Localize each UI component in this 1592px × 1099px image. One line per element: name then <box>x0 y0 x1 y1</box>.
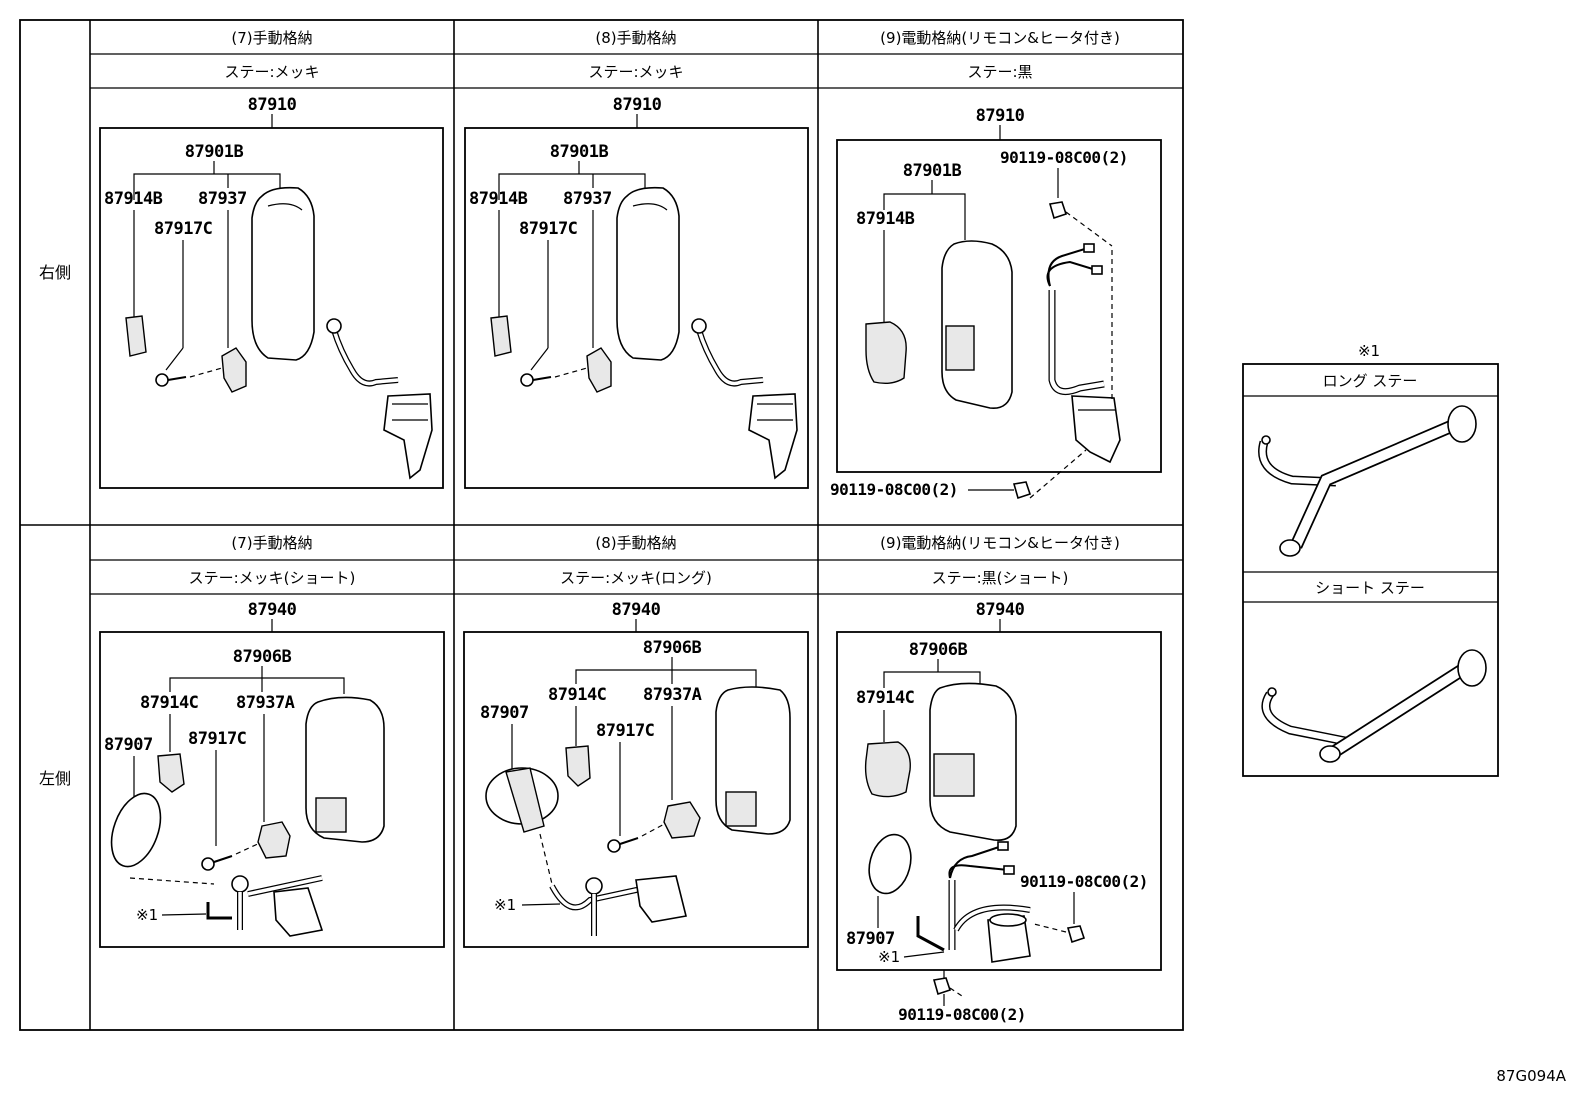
right-col3-assembly: 87910 87901B 87914B 90119-08C00(2) 90119… <box>830 106 1162 500</box>
part-number: 87906B <box>909 640 968 660</box>
right-col2-stay: ステー:メッキ <box>588 63 683 81</box>
base-shape <box>273 887 324 937</box>
assembly-number: 87940 <box>976 600 1025 620</box>
left-col2-assembly: 87940 87906B 87914C 87937A 87917C 87907 … <box>463 600 809 948</box>
base-shape <box>383 393 433 480</box>
bolt-shape <box>1012 481 1032 500</box>
long-stay-label: ロング ステー <box>1323 372 1418 390</box>
cover-shape <box>864 741 911 798</box>
bracket-shape <box>663 801 701 839</box>
bolt-shape <box>1066 925 1086 944</box>
mirror-shape <box>251 186 315 361</box>
part-number: 87906B <box>643 638 702 658</box>
left-col2-stay: ステー:メッキ(ロング) <box>560 569 712 587</box>
left-col2-type: (8)手動格納 <box>595 534 676 552</box>
assembly-number: 87940 <box>612 600 661 620</box>
left-col1-type: (7)手動格納 <box>231 534 312 552</box>
part-number: 87937 <box>198 189 247 209</box>
right-col3-stay: ステー:黒 <box>967 63 1032 81</box>
row-label-left: 左側 <box>39 769 71 788</box>
part-number: 87907 <box>846 929 895 949</box>
screw-shape <box>201 857 215 871</box>
part-number: 87901B <box>903 161 962 181</box>
bolt-shape <box>932 977 952 996</box>
part-number: 87914C <box>140 693 198 713</box>
right-col3-type: (9)電動格納(リモコン&ヒータ付き) <box>880 29 1120 47</box>
cover-shape <box>490 315 512 357</box>
cover-shape <box>125 315 147 357</box>
row-label-right: 右側 <box>39 263 71 282</box>
assembly-number: 87910 <box>248 95 297 115</box>
bolt-shape <box>1048 201 1068 220</box>
right-col2-assembly: 87910 87901B 87914B 87937 87917C <box>464 95 809 489</box>
mirror-shape <box>616 186 680 361</box>
bracket-shape <box>221 347 247 393</box>
part-number: 90119-08C00(2) <box>1000 148 1128 167</box>
screw-shape <box>607 839 621 853</box>
left-col3-assembly: 87940 87906B 87914C 87907 90119-08C00(2)… <box>836 600 1162 1024</box>
part-number: 87937A <box>643 685 702 705</box>
short-stay-label: ショート ステー <box>1315 579 1425 597</box>
assembly-number: 87910 <box>613 95 662 115</box>
part-number: 87914B <box>856 209 915 229</box>
base-shape <box>748 393 798 480</box>
part-number: 87937 <box>563 189 612 209</box>
left-col1-stay: ステー:メッキ(ショート) <box>189 569 356 587</box>
base-shape <box>1071 395 1121 464</box>
right-col1-assembly: 87910 87901B 87914B 87937 87917C <box>99 95 444 489</box>
part-number: 87917C <box>154 219 212 239</box>
left-col3-stay: ステー:黒(ショート) <box>932 569 1069 587</box>
note-mark: ※1 <box>136 906 158 924</box>
cover-shape <box>865 321 907 385</box>
screw-shape <box>155 373 169 387</box>
right-col1-stay: ステー:メッキ <box>224 63 319 81</box>
base-shape <box>635 875 687 923</box>
short-stay-shape <box>1261 649 1487 763</box>
right-col2-type: (8)手動格納 <box>595 29 676 47</box>
part-number: 90119-08C00(2) <box>898 1005 1026 1024</box>
assembly-number: 87940 <box>248 600 297 620</box>
right-col1-type: (7)手動格納 <box>231 29 312 47</box>
left-col1-assembly: 87940 87906B 87914C 87937A 87917C 87907 … <box>99 600 445 948</box>
figure-code: 87G094A <box>1496 1067 1566 1085</box>
table-grid <box>19 19 1184 1031</box>
part-number: 87914B <box>469 189 528 209</box>
part-number: 87906B <box>233 647 292 667</box>
part-number: 90119-08C00(2) <box>830 480 958 499</box>
note-mark: ※1 <box>494 896 516 914</box>
part-number: 87917C <box>188 729 246 749</box>
part-number: 87937A <box>236 693 295 713</box>
assembly-number: 87910 <box>976 106 1025 126</box>
sub-mirror-shape <box>110 792 162 868</box>
part-number: 87917C <box>519 219 577 239</box>
cover-shape <box>157 753 185 793</box>
note-mark: ※1 <box>878 948 900 966</box>
part-number: 87914B <box>104 189 163 209</box>
part-number: 87901B <box>550 142 609 162</box>
part-number: 87901B <box>185 142 244 162</box>
bracket-shape <box>586 347 612 393</box>
bracket-shape <box>257 821 291 859</box>
left-col3-type: (9)電動格納(リモコン&ヒータ付き) <box>880 534 1120 552</box>
stay-note-box: ※1 ロング ステー ショート ステー <box>1242 342 1499 777</box>
part-number: 90119-08C00(2) <box>1020 872 1148 891</box>
part-number: 87914C <box>548 685 606 705</box>
mirror-shape <box>941 240 1013 409</box>
part-number: 87914C <box>856 688 914 708</box>
long-stay-shape <box>1258 405 1477 557</box>
part-number: 87907 <box>480 703 529 723</box>
part-number: 87907 <box>104 735 153 755</box>
note-mark: ※1 <box>1358 342 1380 360</box>
part-number: 87917C <box>596 721 654 741</box>
sub-mirror-shape <box>868 833 912 895</box>
cover-shape <box>565 745 591 787</box>
screw-shape <box>520 373 534 387</box>
